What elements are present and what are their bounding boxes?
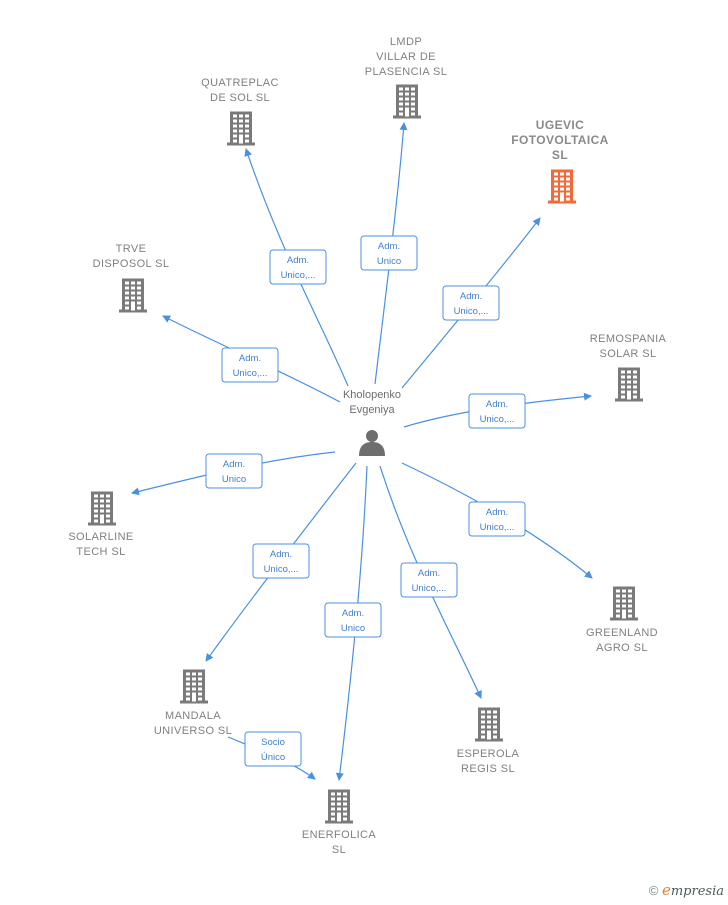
edge-label-line: Adm. (223, 459, 245, 470)
nodes-layer: QUATREPLAC DE SOL SL LMDP VILLAR DE PLASENCI… (68, 36, 666, 856)
company-name-line: DISPOSOL SL (93, 258, 170, 270)
edge-label-line: Adm. (342, 608, 364, 619)
edge-label-box[interactable] (324, 602, 382, 638)
building-icon (227, 111, 255, 146)
person-icon-head (366, 430, 378, 442)
edge-label-box[interactable] (400, 562, 458, 598)
company-name-line: VILLAR DE (376, 51, 436, 63)
person-name-line2: Evgeniya (349, 404, 395, 416)
company-name-line: DE SOL SL (210, 92, 270, 104)
company-name-line: SL (332, 844, 346, 856)
company-name-line: TECH SL (76, 546, 125, 558)
company-name-line: SL (552, 148, 568, 162)
edge-label-line: Adm. (486, 507, 508, 518)
building-icon (119, 278, 147, 313)
company-name-line: UGEVIC (536, 118, 584, 132)
company-name-line: PLASENCIA SL (365, 66, 447, 78)
person-icon (359, 442, 385, 456)
edge-label-line: Adm. (460, 291, 482, 302)
edge-label-line: Adm. (418, 568, 440, 579)
company-name-line: QUATREPLAC (201, 77, 279, 89)
company-name-line: ESPEROLA (457, 748, 520, 760)
edge-center-enerfolica[interactable]: Adm. Unico (324, 465, 382, 781)
building-icon (325, 789, 353, 824)
company-node-greenland[interactable]: GREENLAND AGRO SL (586, 586, 658, 655)
company-node-trve[interactable]: TRVE DISPOSOL SL (93, 243, 170, 313)
company-name-line: SOLARLINE (68, 531, 133, 543)
company-name-line: UNIVERSO SL (154, 725, 232, 737)
company-name-line: REMOSPANIA (590, 333, 667, 345)
edge-label-box[interactable] (205, 453, 263, 489)
edge-label-box[interactable] (468, 393, 526, 429)
center-person[interactable]: Kholopenko Evgeniya (343, 389, 401, 456)
company-name-line: FOTOVOLTAICA (511, 133, 608, 147)
edge-center-esperola[interactable]: Adm. Unico,... (379, 465, 482, 699)
building-icon (88, 491, 116, 526)
building-icon (615, 367, 643, 402)
edge-label-line: Adm. (239, 353, 261, 364)
edges-layer: Adm.Unico,...Adm.UnicoAdm.Unico,...Adm.U… (131, 122, 593, 781)
edge-label-line: Socio (261, 737, 285, 748)
building-icon (180, 669, 208, 704)
building-icon (393, 84, 421, 119)
company-name-line: GREENLAND (586, 627, 658, 639)
edge-label-box[interactable] (360, 235, 418, 271)
edge-label-line: Adm. (378, 241, 400, 252)
edge-label-box[interactable] (442, 285, 500, 321)
edge-label-line: Unico,... (264, 564, 299, 575)
edge-center-quatreplac[interactable]: Adm. Unico,... (244, 148, 349, 387)
edge-label-line: Adm. (287, 255, 309, 266)
brand-logo-initial: e (661, 881, 671, 899)
company-name-line: AGRO SL (596, 642, 648, 654)
edge-label-box[interactable] (468, 501, 526, 537)
company-name-line: TRVE (116, 243, 147, 255)
edge-center-greenland[interactable]: Adm. Unico,... (401, 462, 593, 579)
edge-label-box[interactable] (252, 543, 310, 579)
edge-label-box[interactable] (269, 249, 327, 285)
edge-label-box[interactable] (221, 347, 279, 383)
edge-label-line: Unico,... (480, 522, 515, 533)
person-name-line1: Kholopenko (343, 389, 401, 401)
edge-label-line: Único (261, 752, 285, 763)
edge-center-solarline[interactable]: Adm. Unico (131, 451, 336, 496)
company-name-line: LMDP (390, 36, 422, 48)
company-name-line: REGIS SL (461, 763, 515, 775)
edge-label-line: Unico (341, 623, 365, 634)
edge-label-line: Unico,... (480, 414, 515, 425)
company-node-lmdp[interactable]: LMDP VILLAR DE PLASENCIA SL (365, 36, 447, 119)
brand-logo-text: mpresia (670, 884, 724, 899)
edge-label-line: Unico,... (412, 583, 447, 594)
company-name-line: SOLAR SL (599, 348, 656, 360)
edge-label-line: Adm. (486, 399, 508, 410)
edge-label-line: Unico (377, 256, 401, 267)
edge-label-line: Unico (222, 474, 246, 485)
company-name-line: ENERFOLICA (302, 829, 377, 841)
edge-label-box[interactable] (244, 731, 302, 767)
company-node-enerfolica[interactable]: ENERFOLICA SL (302, 789, 377, 857)
edge-label-line: Adm. (270, 549, 292, 560)
edge-center-trve[interactable]: Adm. Unico,... (162, 315, 341, 403)
company-node-remospania[interactable]: REMOSPANIA SOLAR SL (590, 333, 667, 402)
empresia-brand[interactable]: © empresia (649, 881, 724, 899)
company-node-solarline[interactable]: SOLARLINE TECH SL (68, 491, 133, 559)
company-node-esperola[interactable]: ESPEROLA REGIS SL (457, 707, 520, 776)
copyright-icon: © (648, 883, 659, 898)
edge-label-line: Unico,... (281, 270, 316, 281)
building-icon (610, 586, 638, 621)
building-icon (548, 169, 576, 204)
edge-label-line: Unico,... (454, 306, 489, 317)
edge-center-lmdp[interactable]: Adm. Unico (360, 122, 418, 385)
company-node-quatreplac[interactable]: QUATREPLAC DE SOL SL (201, 77, 279, 146)
edge-label-line: Unico,... (233, 368, 268, 379)
building-icon (475, 707, 503, 742)
edge-center-mandala[interactable]: Adm. Unico,... (205, 462, 357, 662)
company-node-mandala[interactable]: MANDALA UNIVERSO SL (154, 669, 232, 738)
edge-center-remospania[interactable]: Adm. Unico,... (403, 392, 592, 429)
edge-center-ugevic[interactable]: Adm. Unico,... (401, 217, 541, 389)
company-name-line: MANDALA (165, 710, 221, 722)
